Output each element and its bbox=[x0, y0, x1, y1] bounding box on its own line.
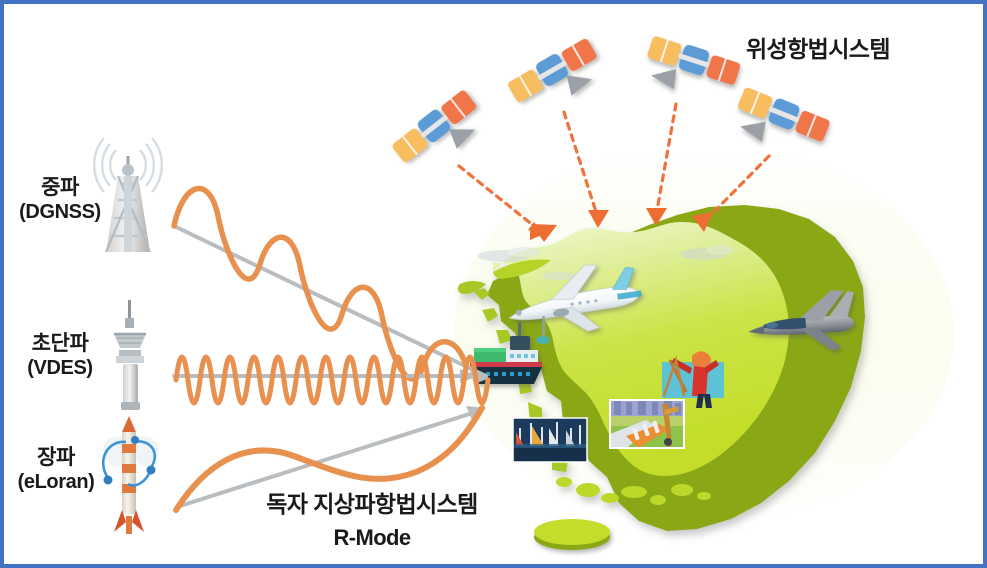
eloran-mast-icon bbox=[101, 416, 159, 534]
cloud-decorations bbox=[478, 245, 734, 280]
diagram-stage: 중파 (DGNSS) 초단파 (VDES) 장파 (eLoran) 위성항법시스… bbox=[4, 4, 983, 564]
diagram-artwork bbox=[93, 36, 954, 550]
radio-tower-icon bbox=[93, 137, 163, 253]
label-vdes-ko: 초단파 bbox=[31, 332, 89, 355]
satellite-icon bbox=[647, 36, 741, 90]
ground-system-title-line2: R-Mode bbox=[333, 525, 411, 551]
label-vdes: 초단파 (VDES) bbox=[12, 332, 108, 380]
ground-system-title-line1: 독자 지상파항법시스템 bbox=[266, 491, 478, 517]
satellite-icon bbox=[508, 38, 597, 102]
label-eloran-ko: 장파 bbox=[37, 446, 75, 469]
jeju-island bbox=[534, 519, 610, 550]
vhf-tower-icon bbox=[114, 300, 146, 410]
label-eloran-en: (eLoran) bbox=[17, 470, 95, 493]
airplane-icon bbox=[508, 264, 642, 332]
construction-site-photo bbox=[609, 399, 685, 449]
very-high-frequency-sine bbox=[172, 354, 491, 406]
harbor-marina-photo bbox=[512, 417, 588, 463]
satellite-signal-beams bbox=[457, 102, 771, 236]
medium-frequency-sine bbox=[171, 185, 490, 384]
satellite-icon bbox=[738, 87, 830, 142]
satellite-icon bbox=[392, 90, 477, 163]
label-eloran: 장파 (eLoran) bbox=[4, 446, 108, 494]
surveyor-photo bbox=[662, 351, 724, 408]
satellite-system-title: 위성항법시스템 bbox=[746, 36, 891, 62]
low-frequency-sine bbox=[173, 405, 486, 513]
label-dgnss: 중파 (DGNSS) bbox=[12, 176, 108, 224]
label-dgnss-ko: 중파 bbox=[41, 176, 79, 199]
label-vdes-en: (VDES) bbox=[27, 356, 93, 379]
label-dgnss-en: (DGNSS) bbox=[19, 200, 101, 223]
satellite-signal-arrowheads bbox=[528, 208, 713, 242]
ground-system-title: 독자 지상파항법시스템 R-Mode bbox=[232, 488, 512, 555]
plane-mast bbox=[536, 316, 550, 344]
fighter-jet-icon bbox=[748, 289, 854, 351]
